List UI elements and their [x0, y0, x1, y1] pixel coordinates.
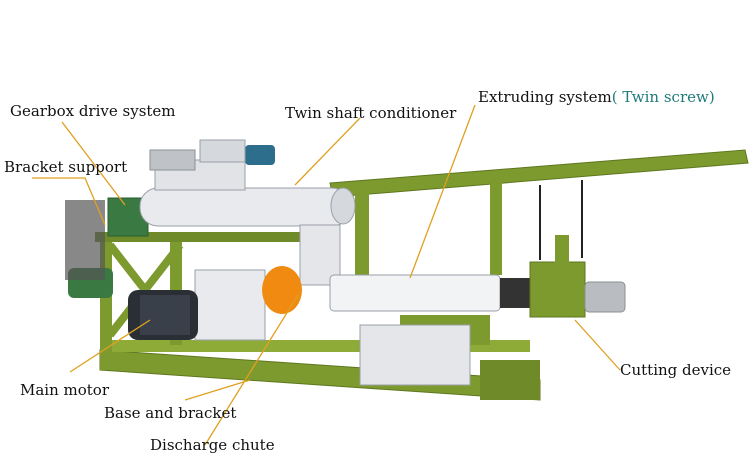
- label-base-and-bracket: Base and bracket: [104, 404, 237, 422]
- cutter-housing: [529, 261, 586, 318]
- label-discharge-chute: Discharge chute: [150, 436, 275, 454]
- label-main-motor: Main motor: [20, 381, 110, 399]
- conditioner-gearbox: [149, 149, 196, 171]
- platform: [95, 232, 335, 242]
- leader-bracket-support: [32, 177, 106, 226]
- label-bracket-support: Bracket support: [4, 158, 128, 176]
- orange-coupling: [262, 266, 302, 314]
- conditioner-top-box: [154, 159, 246, 191]
- leader-base-bracket: [184, 379, 251, 401]
- leader-discharge: [204, 294, 299, 446]
- control-box: [359, 324, 471, 386]
- conditioner-hopper: [199, 139, 246, 163]
- conditioner-end: [330, 187, 356, 225]
- leader-cutting: [574, 319, 621, 371]
- label-twin-screw: ( Twin screw): [611, 88, 715, 106]
- leader-twin-shaft: [294, 117, 361, 186]
- label-twin-shaft-conditioner: Twin shaft conditioner: [285, 104, 457, 122]
- cutter-vertical: [555, 235, 569, 265]
- base-frame: [99, 349, 541, 401]
- label-extruding-system: Extruding system( Twin screw): [478, 88, 715, 106]
- bracket-frame: [65, 200, 105, 280]
- conditioner-body: [139, 187, 351, 227]
- leader-extruding: [409, 104, 476, 279]
- rail-post-2: [490, 175, 502, 275]
- rail-post-1: [355, 188, 369, 278]
- main-motor-fins: [140, 295, 190, 335]
- conditioner-top-motor: [245, 145, 275, 165]
- leader-gearbox: [61, 121, 126, 206]
- label-extruding-main: Extruding system: [478, 88, 612, 106]
- base-right-foot: [480, 360, 540, 400]
- leader-main-motor: [69, 319, 151, 373]
- die-block: [500, 278, 530, 308]
- extruder-barrel: [329, 274, 501, 312]
- label-gearbox-drive-system: Gearbox drive system: [10, 102, 176, 120]
- electrical-cabinet: [194, 269, 266, 341]
- cutter-motor: [584, 281, 626, 313]
- label-cutting-device: Cutting device: [620, 361, 732, 379]
